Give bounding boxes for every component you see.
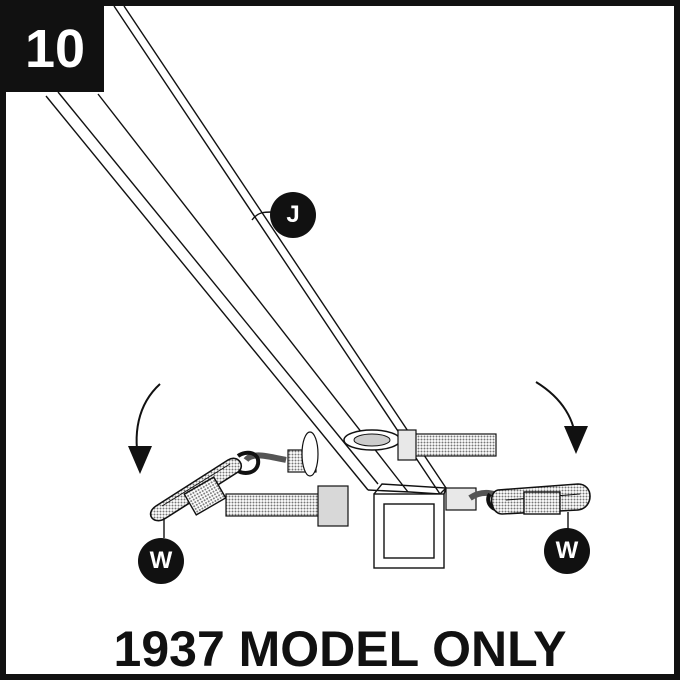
step-number-badge: 10 bbox=[6, 6, 104, 92]
assembly-illustration bbox=[45, 6, 591, 569]
square-tube-j bbox=[45, 6, 447, 569]
tube-j-callout: J bbox=[270, 192, 316, 238]
upper-eye-bolt bbox=[243, 429, 497, 477]
right-quick-link-w bbox=[486, 483, 591, 530]
left-link-w-callout: W bbox=[138, 538, 184, 584]
left-quick-link-w bbox=[149, 450, 261, 538]
right-link-w-callout: W bbox=[544, 528, 590, 574]
left-rotation-arrow bbox=[128, 383, 161, 474]
model-caption: 1937 MODEL ONLY bbox=[113, 621, 567, 677]
tube-bolt-hole bbox=[343, 429, 401, 451]
lower-eye-bolt bbox=[225, 485, 507, 527]
j-leader-line bbox=[251, 211, 273, 221]
right-rotation-arrow bbox=[535, 381, 588, 454]
